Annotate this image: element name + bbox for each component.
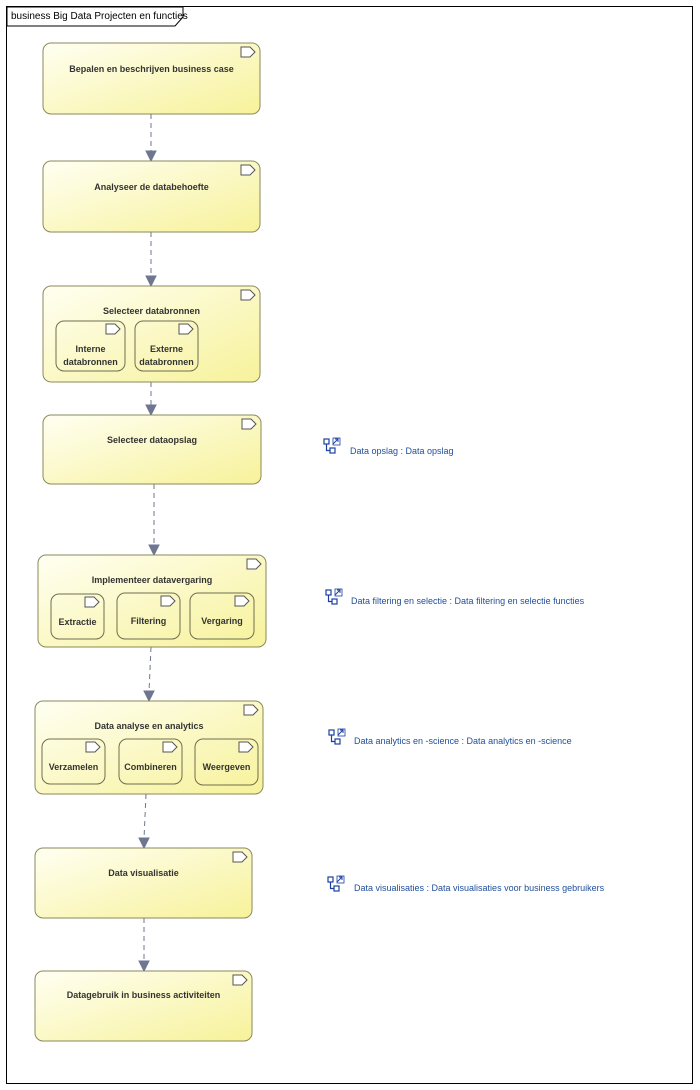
activity-node-label: Data analyse en analytics bbox=[94, 721, 203, 731]
connector-line bbox=[148, 646, 152, 693]
diagram-link[interactable]: Data opslag : Data opslag bbox=[323, 437, 454, 456]
sub-activity-box[interactable] bbox=[194, 738, 259, 786]
activity-node-label: Selecteer dataopslag bbox=[107, 435, 197, 445]
sub-activity-node[interactable]: Weergeven bbox=[194, 738, 259, 786]
diagram-title-tab: business Big Data Projecten en functies bbox=[6, 6, 188, 27]
action-icon bbox=[105, 323, 121, 335]
diagram-link-icon bbox=[328, 728, 346, 745]
arrowhead-icon bbox=[145, 150, 157, 163]
control-flow-connector bbox=[145, 382, 157, 417]
diagram-link-label[interactable]: Data opslag : Data opslag bbox=[350, 446, 454, 456]
sub-activity-box[interactable] bbox=[189, 592, 255, 640]
sub-activity-node[interactable]: Vergaring bbox=[189, 592, 255, 640]
control-flow-connector bbox=[138, 918, 150, 973]
activity-node[interactable]: Analyseer de databehoefte bbox=[42, 160, 261, 233]
arrowhead-icon bbox=[145, 404, 157, 417]
control-flow-connector bbox=[143, 646, 155, 703]
sub-activity-box[interactable] bbox=[118, 738, 183, 785]
arrowhead-icon bbox=[145, 275, 157, 288]
activity-node-box[interactable] bbox=[34, 970, 253, 1042]
action-icon bbox=[241, 418, 257, 430]
action-icon bbox=[178, 323, 194, 335]
activity-node-box[interactable] bbox=[37, 554, 267, 648]
sub-activity-node[interactable]: Extractie bbox=[50, 593, 105, 640]
diagram-link[interactable]: Data analytics en -science : Data analyt… bbox=[328, 728, 572, 746]
diagram-link-label[interactable]: Data analytics en -science : Data analyt… bbox=[354, 736, 572, 746]
activity-node-box[interactable] bbox=[42, 285, 261, 383]
action-icon bbox=[240, 164, 256, 176]
control-flow-connector bbox=[148, 484, 160, 557]
activity-node-label: Implementeer datavergaring bbox=[92, 575, 213, 585]
activity-node-label: Bepalen en beschrijven business case bbox=[69, 64, 234, 74]
diagram-link-label[interactable]: Data visualisaties : Data visualisaties … bbox=[354, 883, 605, 893]
diagram-link-label[interactable]: Data filtering en selectie : Data filter… bbox=[351, 596, 585, 606]
activity-node-label: Datagebruik in business activiteiten bbox=[67, 990, 221, 1000]
sub-activity-label: Verzamelen bbox=[49, 762, 99, 772]
diagram-link[interactable]: Data visualisaties : Data visualisaties … bbox=[327, 875, 605, 893]
activity-node[interactable]: Datagebruik in business activiteiten bbox=[34, 970, 253, 1042]
activity-node-box[interactable] bbox=[34, 700, 264, 795]
action-icon bbox=[160, 595, 176, 607]
activity-node-label: Selecteer databronnen bbox=[103, 306, 200, 316]
control-flow-connector bbox=[145, 114, 157, 163]
activity-node-label: Analyseer de databehoefte bbox=[94, 182, 209, 192]
sub-activity-box[interactable] bbox=[55, 320, 126, 372]
diagram-title: business Big Data Projecten en functies bbox=[11, 11, 188, 22]
action-icon bbox=[84, 596, 100, 608]
sub-activity-label: Vergaring bbox=[201, 616, 243, 626]
action-icon bbox=[234, 595, 250, 607]
arrowhead-icon bbox=[138, 837, 150, 850]
sub-activity-label: Weergeven bbox=[203, 762, 251, 772]
sub-activity-box[interactable] bbox=[116, 592, 181, 640]
activity-node[interactable]: Selecteer dataopslag bbox=[42, 414, 262, 485]
action-icon bbox=[238, 741, 254, 753]
action-icon bbox=[232, 851, 248, 863]
activity-node-box[interactable] bbox=[42, 42, 261, 115]
control-flow-connector bbox=[138, 793, 150, 850]
action-icon bbox=[240, 289, 256, 301]
sub-activity-label: Extractie bbox=[58, 617, 96, 627]
sub-activity-node[interactable]: Verzamelen bbox=[41, 738, 106, 785]
arrowhead-icon bbox=[148, 544, 160, 557]
activity-node-box[interactable] bbox=[34, 847, 253, 919]
sub-activity-label: Combineren bbox=[124, 762, 177, 772]
activity-node-box[interactable] bbox=[42, 414, 262, 485]
sub-activity-box[interactable] bbox=[41, 738, 106, 785]
action-icon bbox=[246, 558, 262, 570]
diagram-link-icon bbox=[325, 588, 343, 605]
sub-activity-box[interactable] bbox=[134, 320, 199, 372]
connector-line bbox=[143, 793, 147, 840]
action-icon bbox=[162, 741, 178, 753]
action-icon bbox=[243, 704, 259, 716]
sub-activity-node[interactable]: Filtering bbox=[116, 592, 181, 640]
sub-activity-box[interactable] bbox=[50, 593, 105, 640]
action-icon bbox=[232, 974, 248, 986]
action-icon bbox=[240, 46, 256, 58]
sub-activity-label: Filtering bbox=[131, 616, 167, 626]
activity-node[interactable]: Data visualisatie bbox=[34, 847, 253, 919]
control-flow-connector bbox=[145, 232, 157, 288]
activity-node-box[interactable] bbox=[42, 160, 261, 233]
sub-activity-node[interactable]: Combineren bbox=[118, 738, 183, 785]
activity-node-label: Data visualisatie bbox=[108, 868, 179, 878]
diagram-link-icon bbox=[327, 875, 345, 892]
diagram-frame bbox=[6, 6, 693, 1084]
arrowhead-icon bbox=[138, 960, 150, 973]
action-icon bbox=[85, 741, 101, 753]
arrowhead-icon bbox=[143, 690, 155, 703]
diagram-link-icon bbox=[323, 437, 341, 454]
diagram-link[interactable]: Data filtering en selectie : Data filter… bbox=[325, 588, 585, 606]
activity-node[interactable]: Bepalen en beschrijven business case bbox=[42, 42, 261, 115]
